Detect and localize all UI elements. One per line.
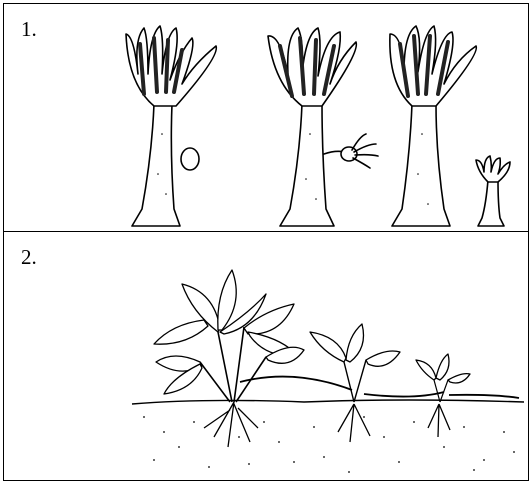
soil-icon	[132, 400, 524, 476]
daughter-plant-1-icon	[310, 324, 400, 402]
figure-table: 1.	[3, 3, 529, 480]
hydra-2-icon	[268, 28, 378, 226]
strawberry-runners-icon	[4, 232, 528, 480]
hydra-budding-icon	[4, 4, 528, 231]
mother-plant-icon	[154, 270, 304, 402]
hydra-1-icon	[126, 26, 216, 226]
hydra-3-icon	[390, 26, 510, 226]
row-1-cell: 1.	[3, 3, 529, 232]
row-2-cell: 2.	[3, 231, 529, 481]
